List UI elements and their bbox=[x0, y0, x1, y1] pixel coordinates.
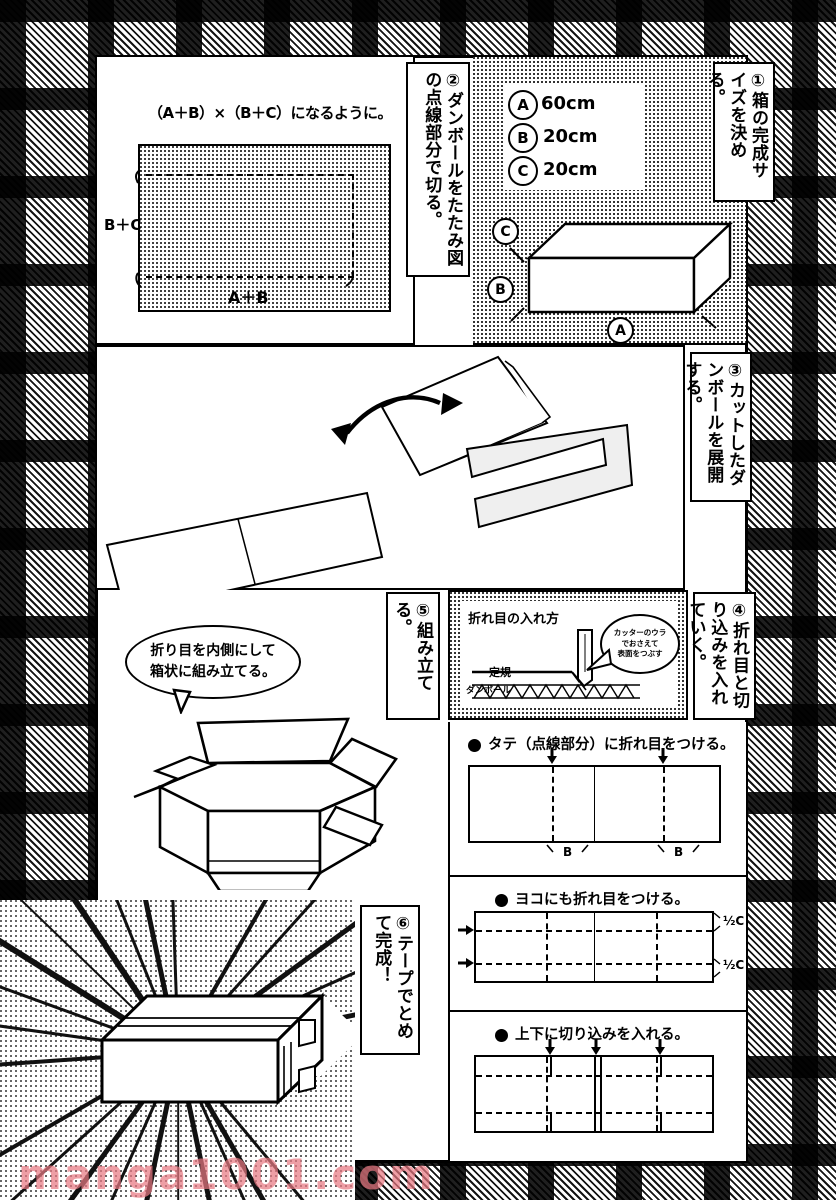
hc-dash-bottom bbox=[476, 963, 712, 965]
vc-arrow-1-icon bbox=[547, 748, 557, 764]
crease-howto-diagram bbox=[472, 629, 640, 700]
cs-arrow-1-icon bbox=[545, 1039, 555, 1055]
crease-howto-balloon: カッターのウラ でおさえて 表面をつぶす bbox=[600, 614, 680, 674]
label-B-plus-C: B＋C bbox=[104, 216, 142, 234]
unfold-illustration bbox=[105, 355, 634, 590]
balloon-tail-step5 bbox=[172, 688, 192, 714]
horizontal-crease-heading: ヨコにも折れ目をつける。 bbox=[495, 888, 689, 909]
cs-slit-3 bbox=[660, 1055, 662, 1075]
hc-arrow-1-icon bbox=[458, 925, 474, 935]
crease-howto-title: 折れ目の入れ方 bbox=[468, 612, 560, 627]
hc-arrow-2-icon bbox=[458, 958, 474, 968]
hc-label-halfC-1: ½C bbox=[723, 914, 745, 928]
width-brace bbox=[345, 271, 354, 287]
dim-circle-A: A bbox=[508, 90, 538, 120]
step5-balloon-line1: 折り目を内側にして bbox=[150, 643, 276, 659]
vc-dash-1 bbox=[552, 767, 554, 841]
ruler-label: 定規 bbox=[489, 666, 511, 679]
cs-arrow-2-icon bbox=[591, 1039, 601, 1055]
vc-label-B-2: B bbox=[674, 845, 684, 859]
vc-arrow-2-icon bbox=[658, 748, 668, 764]
cs-center-line bbox=[594, 1055, 596, 1133]
vc-label-B-1: B bbox=[563, 845, 573, 859]
cardboard-dash-bottom bbox=[146, 276, 354, 278]
vc-brace-1 bbox=[546, 844, 589, 853]
cs-slit-1 bbox=[550, 1055, 552, 1075]
balloon-tail-howto bbox=[586, 648, 613, 671]
vc-center-line bbox=[594, 765, 595, 843]
cut-slits-heading: 上下に切り込みを入れる。 bbox=[495, 1023, 689, 1044]
dim-value-B: 20cm bbox=[543, 126, 598, 147]
cs-arrow-3-icon bbox=[655, 1039, 665, 1055]
step3-caption: ③カットしたダンボールを展開する。 bbox=[682, 352, 752, 502]
bullet-icon bbox=[468, 738, 481, 752]
watermark: manga1001.com bbox=[18, 1150, 435, 1199]
step5-balloon: 折り目を内側にして 箱状に組み立てる。 bbox=[125, 625, 301, 699]
dim-value-C: 20cm bbox=[543, 159, 598, 180]
label-A-plus-B: A＋B bbox=[228, 288, 269, 307]
box-3d-illustration bbox=[509, 221, 734, 329]
finished-box-illustration bbox=[98, 992, 360, 1106]
step4-caption: ④折れ目と切り込みを入れていく。 bbox=[686, 592, 756, 720]
cs-slit-2 bbox=[550, 1112, 552, 1133]
dim-value-A: 60cm bbox=[541, 93, 596, 114]
cs-dash-v-2 bbox=[656, 1057, 658, 1131]
cardboard-dash-right bbox=[352, 174, 354, 277]
box-label-C: C bbox=[492, 218, 519, 245]
hc-dash-1 bbox=[546, 913, 548, 981]
step5-caption: ⑤組み立てる。 bbox=[386, 592, 440, 720]
step2-caption: ②ダンボールをたたみ図の点線部分で切る。 bbox=[406, 62, 470, 277]
cs-dash-v-1 bbox=[546, 1057, 548, 1131]
step5-balloon-line2: 箱状に組み立てる。 bbox=[150, 664, 276, 680]
cardboard-label: ダンボール bbox=[466, 686, 512, 696]
box-label-A: A bbox=[607, 317, 634, 344]
vertical-crease-heading: タテ（点線部分）に折れ目をつける。 bbox=[468, 733, 735, 754]
cs-center-line-2 bbox=[600, 1055, 602, 1133]
step6-caption: ⑥テープでとめて完成！ bbox=[360, 905, 420, 1055]
bullet-icon bbox=[495, 893, 508, 907]
hc-center-line bbox=[594, 911, 595, 983]
cs-slit-4 bbox=[660, 1112, 662, 1133]
step2-formula: （A＋B）×（B＋C）になるように。 bbox=[147, 104, 393, 122]
dim-circle-B: B bbox=[508, 123, 538, 153]
height-brace bbox=[135, 169, 142, 288]
hc-brace-2 bbox=[713, 958, 721, 978]
bullet-icon bbox=[495, 1028, 508, 1042]
dim-circle-C: C bbox=[508, 156, 538, 186]
vc-dash-2 bbox=[663, 767, 665, 841]
step1-caption: ①箱の完成サイズを決める。 bbox=[705, 62, 775, 202]
box-label-B: B bbox=[487, 276, 514, 303]
hc-brace-1 bbox=[713, 912, 721, 932]
vc-brace-2 bbox=[657, 844, 700, 853]
open-box-illustration bbox=[133, 717, 398, 890]
hc-label-halfC-2: ½C bbox=[723, 958, 745, 972]
hc-dash-top bbox=[476, 930, 712, 932]
hc-dash-2 bbox=[656, 913, 658, 981]
cardboard-dash-top bbox=[146, 174, 354, 176]
